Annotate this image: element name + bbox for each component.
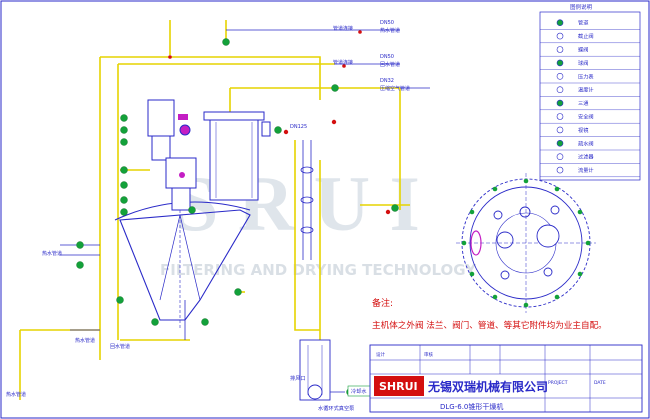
valve-icon: [201, 318, 209, 326]
line-labels: 热水管道 回水管道 压缩空气管道 DN50 DN50 DN32 DN125 管道…: [6, 20, 410, 398]
legend-symbol-icon: [556, 46, 564, 53]
legend-label: 蝶阀: [578, 46, 588, 54]
company-name: 无锡双瑞机械有限公司: [427, 379, 548, 394]
legend-symbol-icon: [556, 99, 564, 107]
left-bottom-label: 热水管道: [6, 391, 26, 398]
notes: 备注: 主机体之外阀 法兰、阀门、管道、等其它附件均为业主自配。: [372, 297, 607, 331]
legend-label: 安全阀: [578, 113, 594, 121]
red-marks: [168, 30, 391, 215]
company-logo: [374, 376, 424, 396]
valve-icon: [120, 181, 128, 189]
drawing-name: DLG-6.0锥形干燥机: [440, 402, 503, 411]
legend-symbol-icon: [556, 153, 564, 160]
legend-symbol-icon: [556, 140, 564, 147]
hot-water-label: 热水管道: [380, 27, 400, 34]
valve-icon: [151, 318, 159, 326]
valve-icon: [222, 38, 230, 46]
legend-label: 流量计: [578, 166, 594, 174]
conical-vessel: [114, 200, 251, 330]
notes-text: 主机体之外阀 法兰、阀门、管道、等其它附件均为业主自配。: [372, 319, 607, 331]
pipe-code: DN125: [290, 124, 307, 130]
legend-symbol-icon: [556, 113, 564, 120]
legend-symbol-icon: [556, 166, 564, 174]
check-field: 审核: [424, 351, 433, 358]
legend-label: 管道: [578, 19, 588, 27]
valve-icon: [391, 204, 399, 212]
column-body: [209, 117, 259, 201]
legend-label: 过滤器: [578, 153, 594, 161]
notes-title: 备注:: [372, 297, 393, 309]
valve-icon: [120, 114, 128, 122]
legend-label: 视镜: [578, 126, 588, 134]
vacuum-pump: [299, 339, 331, 401]
watermark: S R U I FILTERING AND DRYING TECHNOLOGY: [160, 160, 477, 279]
logo-text: SHRUI: [379, 380, 418, 393]
valve-icon: [331, 84, 339, 92]
filter-column: [203, 111, 271, 201]
legend-label: 三通: [578, 99, 589, 107]
motor-assembly: [147, 99, 197, 211]
condenser-pipe: [300, 140, 314, 260]
legend-symbol-icon: [556, 86, 564, 93]
valve-icon: [120, 166, 128, 174]
legend-label: 疏水阀: [578, 139, 594, 147]
legend-label: 温度计: [578, 86, 594, 94]
bolt-ring: [461, 178, 591, 308]
legend-symbol-icon: [556, 73, 564, 80]
bottom-hot-label: 热水管道: [75, 337, 95, 344]
left-water-label: 热水管道: [42, 250, 62, 257]
legend-symbol-icon: [556, 59, 564, 67]
outlet-label: 排风口: [290, 374, 306, 382]
date-field: DATE: [594, 380, 606, 386]
valve-icon: [274, 126, 282, 134]
bottom-return-label: 回水管道: [110, 343, 130, 350]
project-field: PROJECT: [548, 380, 568, 386]
valve-icon: [120, 196, 128, 204]
pipe-code: DN50: [380, 54, 394, 60]
title-block: SHRUI 无锡双瑞机械有限公司 DLG-6.0锥形干燥机 PROJECT DA…: [369, 344, 643, 413]
outlet-label: 冷却水: [351, 387, 367, 395]
legend-label: 球阀: [578, 59, 588, 67]
legend-title: 图例说明: [570, 3, 593, 11]
valve-icon: [116, 296, 124, 304]
valve-icon: [120, 208, 128, 216]
legend-symbol-icon: [556, 32, 564, 40]
vessel-top-view: [456, 173, 596, 313]
legend-symbol-icon: [556, 126, 564, 134]
pipe-code: DN32: [380, 78, 394, 84]
valve-icon: [76, 261, 84, 269]
comp-air-label: 压缩空气管道: [380, 85, 410, 92]
valve-icon: [120, 138, 128, 146]
legend-label: 压力表: [578, 72, 594, 80]
agitator: [159, 214, 201, 301]
pipe-code: DN50: [380, 20, 394, 26]
valves: [76, 38, 399, 396]
valve-icon: [76, 241, 84, 249]
cool-water-label: 回水管道: [380, 61, 400, 68]
legend-symbol-icon: [556, 19, 564, 27]
outlet-label: 水循环式真空泵: [318, 404, 354, 412]
steam-label: 管道连接: [333, 25, 353, 32]
motor: [147, 99, 175, 137]
valve-icon: [234, 288, 242, 296]
valve-icon: [188, 206, 196, 214]
legend-label: 截止阀: [578, 32, 594, 40]
valve-icon: [120, 126, 128, 134]
watermark-slogan: FILTERING AND DRYING TECHNOLOGY: [160, 261, 477, 279]
draw-field: 设计: [376, 351, 385, 358]
steam-label: 管道连接: [333, 59, 353, 66]
